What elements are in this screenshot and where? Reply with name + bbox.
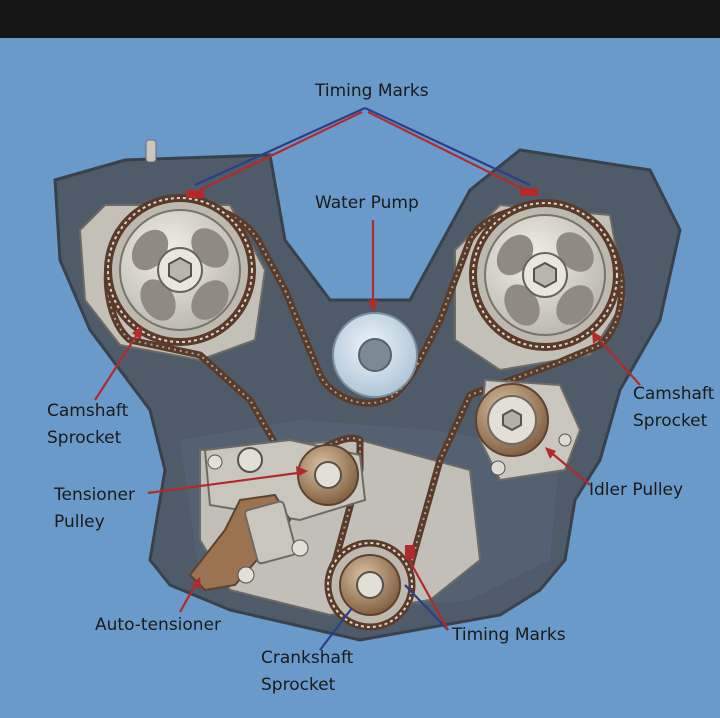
tensioner-pulley [203,438,367,522]
crankshaft-sprocket [324,539,416,631]
timing-mark-left [186,190,204,198]
label-idler-pulley: Idler Pulley [589,480,684,500]
pointers [94,106,641,651]
label-auto-tensioner: Auto-tensioner [95,615,222,635]
label-water-pump: Water Pump [315,193,419,213]
label-timing-marks-bottom: Timing Marks [452,625,566,645]
water-pump [332,312,418,398]
top-bar [0,0,720,38]
label-camshaft-sprocket-left: Camshaft Sprocket [47,401,129,448]
timing-mark-right [520,188,538,196]
left-camshaft-sprocket [104,194,256,346]
label-crankshaft-sprocket: Crankshaft Sprocket [261,648,354,695]
label-camshaft-sprocket-right: Camshaft Sprocket [633,384,715,431]
pointer-arrowheads [132,300,602,589]
auto-tensioner [188,493,309,592]
label-timing-marks-top: Timing Marks [315,81,429,101]
label-tensioner-pulley: Tensioner Pulley [54,485,135,532]
stud [145,139,157,163]
right-camshaft-sprocket [469,199,621,351]
